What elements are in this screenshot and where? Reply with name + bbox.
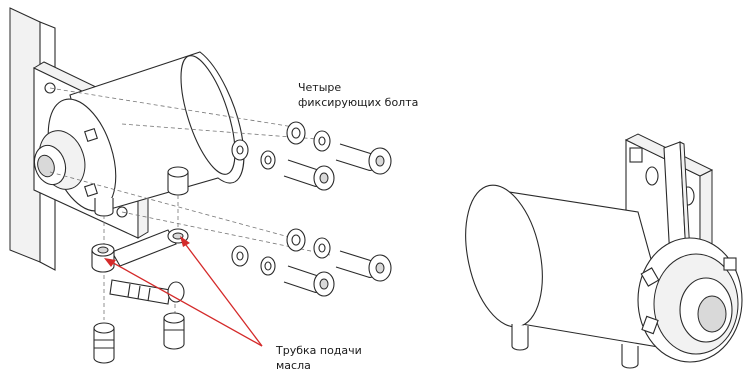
lower-bolt-set — [231, 228, 392, 297]
oil-supply-tube — [91, 228, 189, 305]
upper-bolt-set — [231, 121, 392, 191]
assembled-view — [465, 133, 743, 369]
bottom-fittings — [93, 312, 185, 364]
bolts-label: Четыре фиксирующих болта — [298, 81, 419, 109]
oil-port-fitting — [94, 166, 189, 217]
oil-tube-label: Трубка подачи масла — [276, 344, 362, 372]
assembled-cylinder — [465, 184, 677, 369]
callout-arrows — [104, 236, 263, 347]
shaft-nut — [33, 128, 98, 197]
assembled-front-nut — [637, 237, 743, 363]
exploded-view — [9, 7, 392, 364]
